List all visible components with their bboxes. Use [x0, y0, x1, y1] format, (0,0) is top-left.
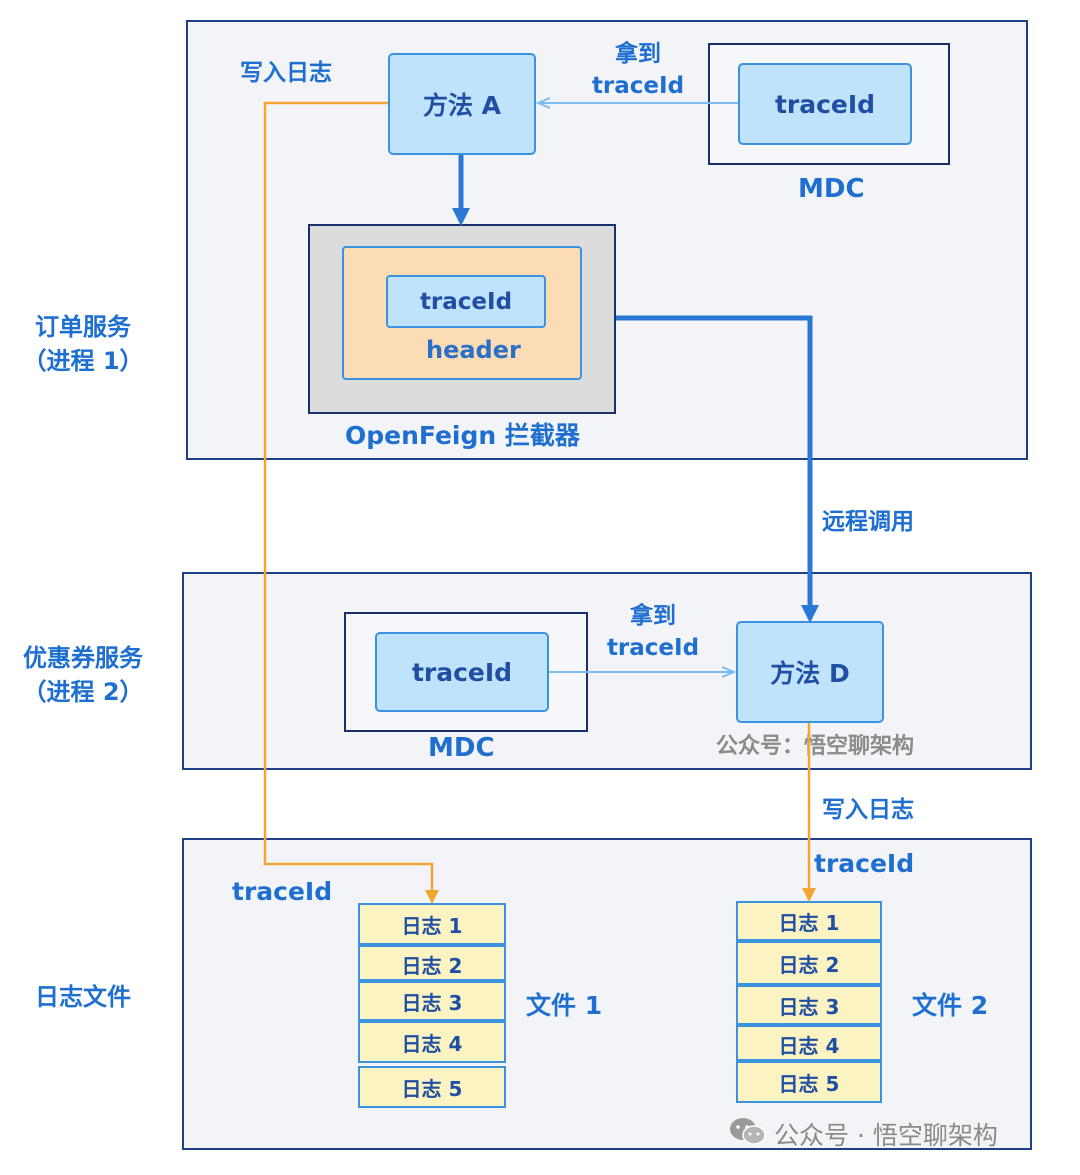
header-label: header: [426, 336, 521, 364]
file1-label: 文件 1: [526, 991, 603, 1020]
file2-log-entry: 日志 4: [736, 1025, 882, 1061]
file1-log-entry: 日志 2: [358, 945, 506, 981]
file2-log-entry: 日志 3: [736, 985, 882, 1025]
file1-log-entry: 日志 5: [358, 1066, 506, 1108]
remote-call-label: 远程调用: [822, 509, 914, 535]
method-d-node: 方法 D: [736, 621, 884, 723]
file2-log-entry: 日志 2: [736, 941, 882, 985]
openfeign-label: OpenFeign 拦截器: [345, 421, 580, 450]
method-a-node: 方法 A: [388, 53, 536, 155]
watermark-mid: 公众号：悟空聊架构: [716, 734, 915, 759]
file2-label: 文件 2: [912, 991, 989, 1020]
traceid-right-label: traceId: [814, 849, 915, 878]
coupon-service-label: 优惠券服务 （进程 2）: [22, 644, 144, 706]
get-traceid-label-1: 拿到 traceId: [591, 41, 685, 99]
watermark-bottom: 公众号 · 悟空聊架构: [774, 1121, 998, 1150]
mdc-label-2: MDC: [428, 733, 495, 763]
get-traceid-label-2: 拿到 traceId: [606, 603, 700, 661]
mdc-traceid-node-1: traceId: [738, 63, 912, 145]
traceid-left-label: traceId: [232, 877, 333, 906]
log-files-panel: [182, 838, 1032, 1150]
write-log-label-2: 写入日志: [822, 797, 914, 823]
wechat-icon: [728, 1116, 768, 1148]
order-service-label: 订单服务 （进程 1）: [22, 313, 144, 375]
file1-log-entry: 日志 1: [358, 903, 506, 945]
file1-log-entry: 日志 3: [358, 981, 506, 1021]
mdc-label-1: MDC: [798, 174, 865, 204]
write-log-label: 写入日志: [240, 60, 332, 86]
header-traceid-node: traceId: [386, 275, 546, 328]
file2-log-entry: 日志 5: [736, 1061, 882, 1103]
mdc-traceid-node-2: traceId: [375, 632, 549, 712]
log-files-label: 日志文件: [35, 983, 131, 1011]
file2-log-entry: 日志 1: [736, 901, 882, 941]
write-log-arrow-1: [263, 101, 439, 904]
file1-log-entry: 日志 4: [358, 1021, 506, 1063]
remote-call-arrow: [616, 315, 819, 623]
